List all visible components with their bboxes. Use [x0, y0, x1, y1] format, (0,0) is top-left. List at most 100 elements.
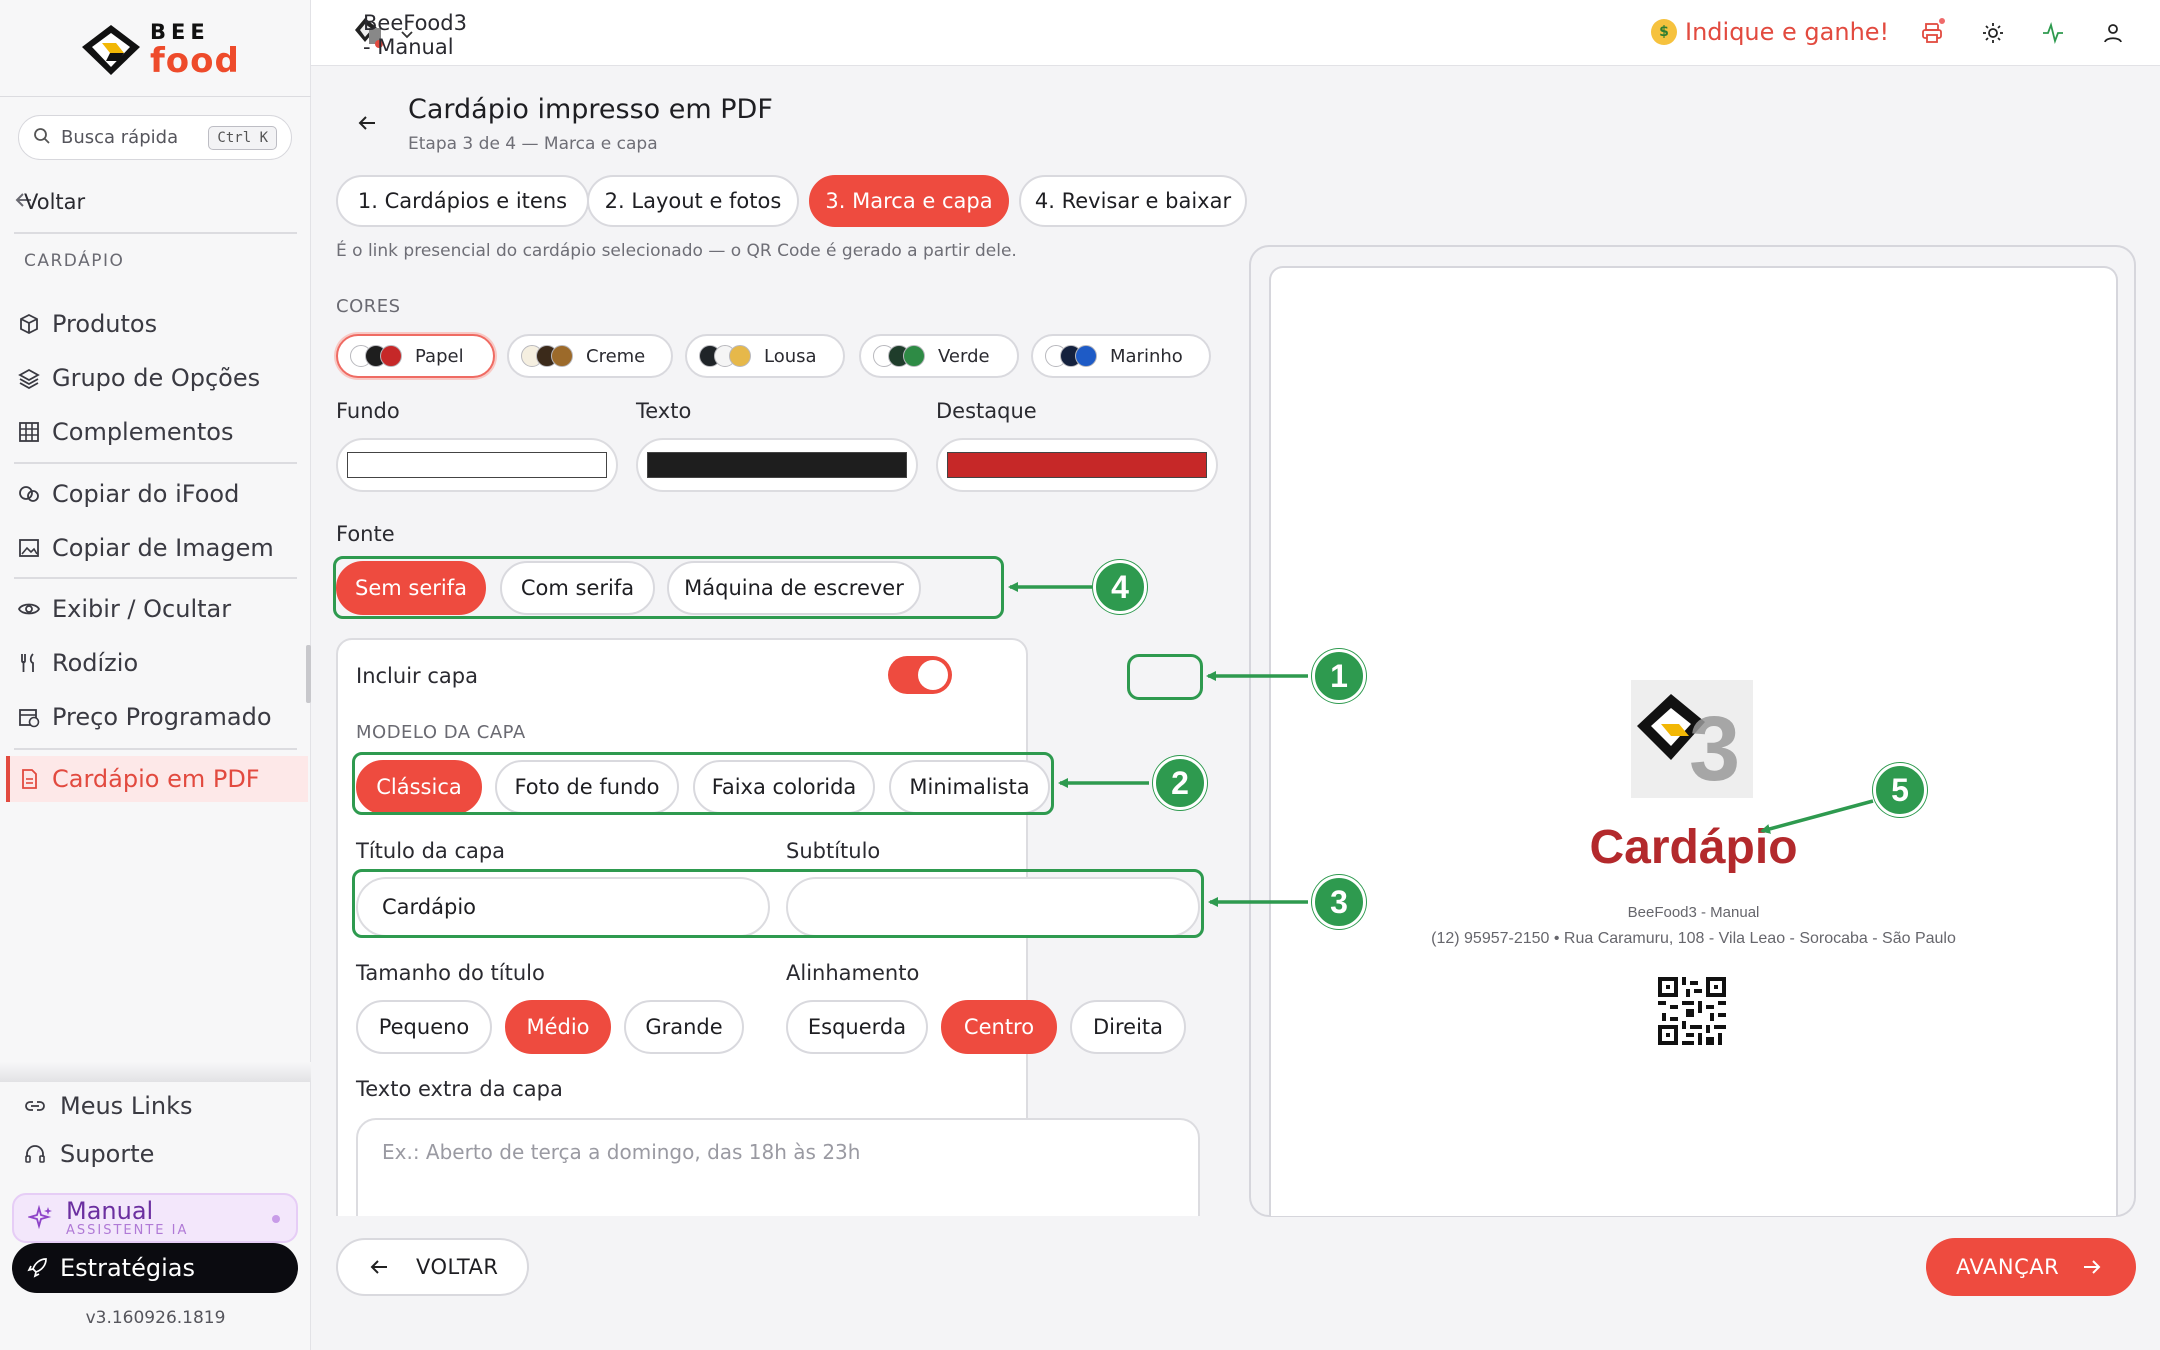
file-pdf-icon: [16, 766, 42, 792]
annotation-badge-2: 2: [1153, 756, 1207, 810]
box-icon: [16, 311, 42, 337]
refer-and-earn-link[interactable]: $ Indique e ganhe!: [1651, 18, 1889, 46]
section-title: CARDÁPIO: [24, 251, 125, 271]
cover-model-minimalista[interactable]: Minimalista: [889, 760, 1050, 814]
activity-icon[interactable]: [2038, 18, 2068, 48]
status-dot: [272, 1215, 280, 1223]
alignment-label: Alinhamento: [786, 961, 920, 985]
font-option-serif[interactable]: Com serifa: [500, 561, 655, 615]
divider: [0, 96, 311, 97]
preview-store-info: (12) 95957-2150 • Rua Caramuru, 108 - Vi…: [1431, 930, 1956, 947]
toggle-knob: [918, 660, 948, 690]
back-button-label: VOLTAR: [416, 1255, 499, 1279]
back-link[interactable]: Voltar: [14, 188, 85, 216]
sidebar-fade: [0, 1062, 311, 1082]
sidebar-item-label: Copiar de Imagem: [52, 534, 274, 562]
extra-text-textarea[interactable]: Ex.: Aberto de terça a domingo, das 18h …: [356, 1118, 1200, 1216]
align-centro[interactable]: Centro: [941, 1000, 1057, 1054]
sidebar-item-rodizio[interactable]: Rodízio: [6, 640, 308, 686]
step-tab-1[interactable]: 1. Cardápios e itens: [336, 175, 589, 227]
sidebar-item-preco-programado[interactable]: Preço Programado: [6, 694, 308, 740]
next-button[interactable]: AVANÇAR: [1926, 1238, 2136, 1296]
beefood-logo[interactable]: BEE food: [80, 20, 240, 80]
title-size-grande[interactable]: Grande: [624, 1000, 744, 1054]
palette-chip-lousa[interactable]: Lousa: [685, 334, 845, 378]
font-option-sans[interactable]: Sem serifa: [336, 561, 486, 615]
sidebar-item-complementos[interactable]: Complementos: [6, 409, 308, 455]
support-link[interactable]: Suporte: [24, 1140, 154, 1168]
logo-text-bee: BEE: [150, 20, 210, 44]
swatch: [380, 345, 402, 367]
back-arrow-button[interactable]: [352, 108, 382, 138]
strategies-label: Estratégias: [60, 1254, 195, 1282]
color-field-label: Fundo: [336, 399, 400, 423]
divider: [14, 577, 297, 579]
step-tab-2[interactable]: 2. Layout e fotos: [587, 175, 799, 227]
sidebar-item-label: Grupo de Opções: [52, 364, 261, 392]
cover-model-classica[interactable]: Clássica: [356, 760, 482, 814]
color-field-label: Texto: [636, 399, 692, 423]
include-cover-toggle[interactable]: [888, 656, 952, 694]
my-links-link[interactable]: Meus Links: [24, 1092, 192, 1120]
title-size-pequeno[interactable]: Pequeno: [356, 1000, 492, 1054]
annotation-box-title-inputs: [352, 869, 1204, 938]
cover-model-faixa-colorida[interactable]: Faixa colorida: [693, 760, 875, 814]
calendar-clock-icon: [16, 704, 42, 730]
sun-icon[interactable]: [1978, 18, 2008, 48]
form-scroll-area[interactable]: É o link presencial do cardápio selecion…: [311, 236, 1236, 1216]
highlight-color-picker[interactable]: [936, 438, 1218, 492]
back-button[interactable]: VOLTAR: [336, 1238, 529, 1296]
swatch: [1075, 345, 1097, 367]
text-color-picker[interactable]: [636, 438, 918, 492]
sidebar-item-cardapio-pdf[interactable]: Cardápio em PDF: [6, 756, 308, 802]
background-color-picker[interactable]: [336, 438, 618, 492]
palette-chip-verde[interactable]: Verde: [859, 334, 1019, 378]
ai-assistant-card[interactable]: Manual ASSISTENTE IA: [12, 1193, 298, 1243]
my-links-label: Meus Links: [60, 1092, 193, 1120]
align-direita[interactable]: Direita: [1070, 1000, 1186, 1054]
step-tab-3[interactable]: 3. Marca e capa: [809, 175, 1009, 227]
sidebar: BEE food Busca rápida Ctrl K Voltar CARD…: [0, 0, 311, 1350]
shortcut-badge: Ctrl K: [208, 125, 277, 150]
grid-icon: [16, 419, 42, 445]
arrow-left-icon: [368, 1256, 390, 1278]
store-name: BeeFood3 - Manual: [363, 10, 467, 59]
palette-name: Lousa: [764, 345, 817, 367]
cover-settings-card: Incluir capa MODELO DA CAPA Clássica Fot…: [336, 638, 1200, 1216]
font-label: Fonte: [336, 522, 395, 546]
divider: [14, 232, 297, 234]
assistant-title: Manual: [66, 1196, 154, 1225]
app-version: v3.160926.1819: [85, 1308, 226, 1328]
sidebar-item-exibir-ocultar[interactable]: Exibir / Ocultar: [6, 586, 308, 632]
palette-name: Creme: [586, 345, 646, 367]
store-selector[interactable]: BeeFood3 - Manual: [351, 11, 467, 59]
strategies-button[interactable]: Estratégias: [12, 1243, 298, 1293]
user-icon[interactable]: [2098, 18, 2128, 48]
copy-ifood-icon: [16, 481, 42, 507]
step-tab-4[interactable]: 4. Revisar e baixar: [1019, 175, 1247, 227]
title-size-medio[interactable]: Médio: [505, 1000, 611, 1054]
support-label: Suporte: [60, 1140, 155, 1168]
link-icon: [24, 1095, 46, 1117]
rocket-icon: [26, 1257, 48, 1279]
palette-chip-papel[interactable]: Papel: [336, 334, 495, 378]
swatch: [729, 345, 751, 367]
quick-search-input[interactable]: Busca rápida Ctrl K: [18, 115, 292, 160]
search-icon: [33, 127, 51, 149]
sidebar-item-produtos[interactable]: Produtos: [6, 301, 308, 347]
palette-chip-creme[interactable]: Creme: [507, 334, 673, 378]
sidebar-scrollbar[interactable]: [306, 645, 311, 703]
sidebar-item-copiar-ifood[interactable]: Copiar do iFood: [6, 471, 308, 517]
align-esquerda[interactable]: Esquerda: [786, 1000, 928, 1054]
preview-cover-title: Cardápio: [1589, 821, 1798, 874]
palette-chip-marinho[interactable]: Marinho: [1031, 334, 1211, 378]
assistant-subtitle: ASSISTENTE IA: [66, 1222, 189, 1238]
topbar: BeeFood3 - Manual $ Indique e ganhe!: [311, 0, 2160, 66]
page-subtitle: Etapa 3 de 4 — Marca e capa: [408, 134, 658, 154]
sidebar-item-copiar-imagem[interactable]: Copiar de Imagem: [6, 525, 308, 571]
include-cover-label: Incluir capa: [356, 664, 478, 688]
sidebar-item-grupo-opcoes[interactable]: Grupo de Opções: [6, 355, 308, 401]
font-option-typewriter[interactable]: Máquina de escrever: [667, 561, 921, 615]
printer-icon[interactable]: [1917, 16, 1947, 48]
cover-model-title: MODELO DA CAPA: [356, 722, 526, 743]
